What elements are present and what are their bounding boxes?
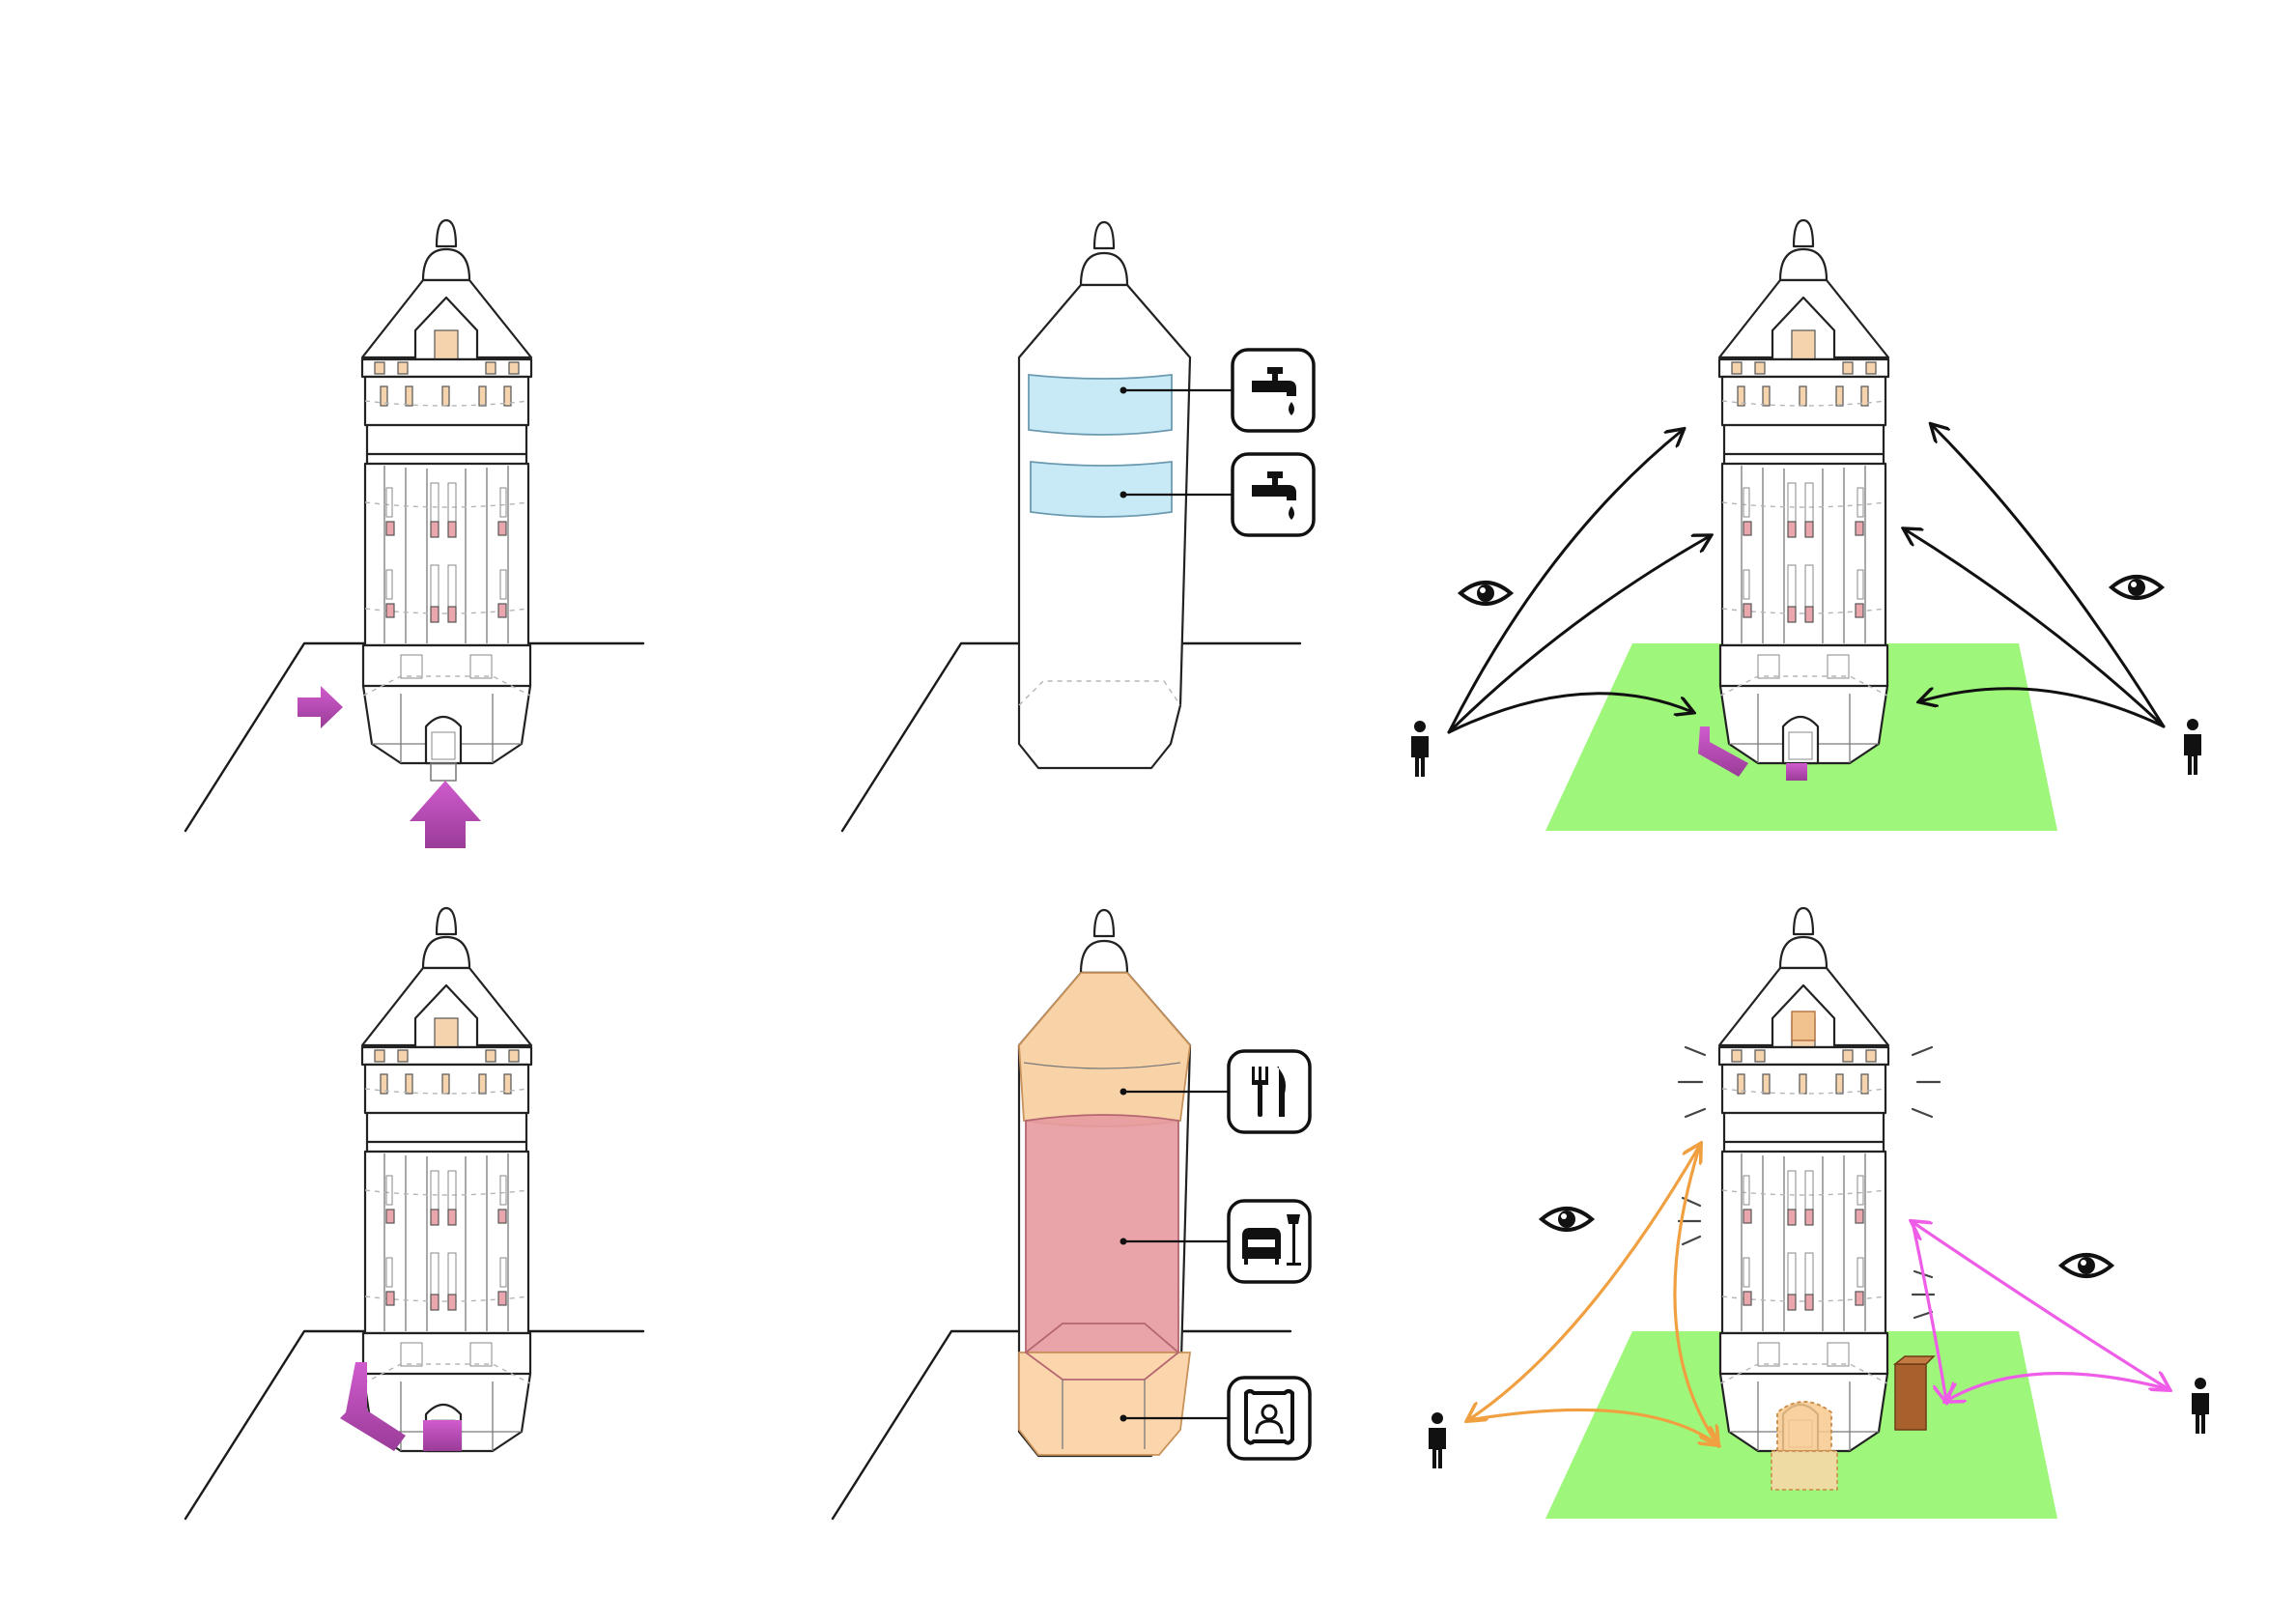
panel-visibility	[1429, 906, 2209, 1519]
furniture-block	[1894, 1363, 1927, 1431]
ground-line	[184, 1329, 645, 1521]
person-icon	[2192, 1378, 2209, 1434]
ramp	[1698, 726, 1748, 777]
exhibition-level	[1018, 1352, 1192, 1456]
lounge-level	[1025, 1114, 1179, 1353]
faucet-icon	[1231, 348, 1316, 433]
entrance-path	[423, 1420, 462, 1451]
eye-icon	[2059, 1253, 2113, 1278]
ground-line	[840, 641, 1302, 833]
water-tower	[360, 906, 533, 1453]
armchair-lamp-icon	[1227, 1199, 1312, 1284]
panel-views-from-site	[1411, 218, 2201, 831]
eye-icon	[1540, 1207, 1594, 1232]
panel-water-tanks	[840, 220, 1316, 833]
illuminated-entrance	[1776, 1401, 1832, 1452]
entrance-steps	[430, 762, 457, 782]
entrance-arrow-icon	[298, 686, 343, 728]
panel-new-entrance	[184, 906, 645, 1521]
panel-entrances	[184, 218, 645, 848]
faucet-icon	[1231, 452, 1316, 537]
ground-line	[184, 641, 645, 833]
entrance-arrow-icon	[410, 781, 481, 848]
portrait-frame-icon	[1227, 1376, 1312, 1461]
water-tower	[360, 218, 533, 765]
ramp-icon	[340, 1362, 406, 1451]
water-tower	[1717, 906, 1890, 1453]
person-icon	[2184, 719, 2201, 775]
water-tank-upper	[1028, 373, 1173, 436]
restaurant-level	[1018, 972, 1191, 1127]
water-tank-lower	[1030, 460, 1173, 518]
entrance-path	[1786, 763, 1807, 781]
eye-icon	[1459, 581, 1513, 606]
cutlery-icon	[1227, 1049, 1312, 1134]
panel-program	[831, 908, 1312, 1521]
person-icon	[1411, 721, 1429, 777]
eye-icon	[2110, 575, 2164, 600]
person-icon	[1429, 1412, 1446, 1468]
water-tower	[1717, 218, 1890, 765]
